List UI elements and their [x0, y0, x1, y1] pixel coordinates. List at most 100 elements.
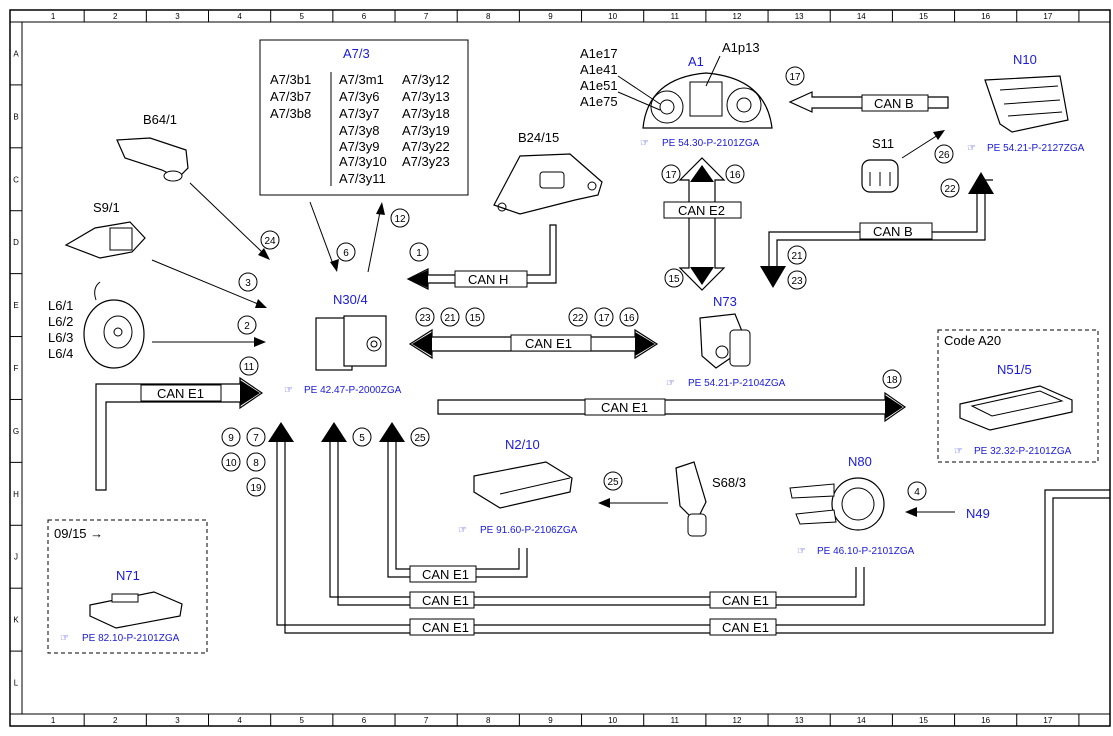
- grid-col-label: 4: [237, 716, 242, 725]
- num-17-a-circle: [785, 66, 805, 86]
- num-25-b: 25: [607, 477, 619, 488]
- num-16-b-circle: [619, 307, 639, 327]
- num-12: 12: [394, 214, 406, 225]
- num-9: 9: [228, 433, 234, 444]
- num-4-circle: [907, 481, 927, 501]
- arrow-24-head: [258, 248, 270, 260]
- grid-col-label: 11: [671, 12, 680, 21]
- b64-1-title: B64/1: [143, 112, 177, 127]
- grid-col-label: 14: [857, 12, 866, 21]
- a7-3-col2-0: A7/3m1: [339, 72, 384, 87]
- num-8: 8: [253, 458, 259, 469]
- n51-5-ref-icon: ☞: [954, 446, 963, 457]
- a1-ref[interactable]: PE 54.30-P-2101ZGA: [662, 138, 760, 149]
- a7-3-col3-5: A7/3y23: [402, 154, 450, 169]
- grid-row-label: E: [13, 301, 18, 310]
- n71-ref[interactable]: PE 82.10-P-2101ZGA: [82, 633, 180, 644]
- num-17-b-circle: [661, 164, 681, 184]
- n71-date: 09/15 →: [54, 526, 103, 541]
- frame: [9, 9, 1111, 727]
- can-b-top-box: [861, 94, 929, 112]
- n51-5-module-icon: [959, 385, 1073, 431]
- can-h-box: [454, 270, 528, 288]
- a7-3-col1-1: A7/3b7: [270, 89, 311, 104]
- n71-ref-icon: ☞: [60, 633, 69, 644]
- grid-col-label: 9: [548, 716, 553, 725]
- num-1: 1: [416, 248, 422, 259]
- num-10: 10: [225, 458, 237, 469]
- n10-ref[interactable]: PE 54.21-P-2127ZGA: [987, 143, 1085, 154]
- num-15-a-circle: [664, 268, 684, 288]
- s11-title: S11: [872, 136, 894, 151]
- grid-col-label: 7: [424, 12, 429, 21]
- n30-4-ref-icon: ☞: [284, 385, 293, 396]
- a1-label-0: A1e17: [580, 46, 618, 61]
- can-e2-box: [663, 201, 742, 219]
- grid-row-label: J: [14, 553, 18, 562]
- a7-3-title: A7/3: [343, 46, 370, 61]
- a7-3-col2-5: A7/3y10: [339, 154, 387, 169]
- can-h-label: CAN H: [468, 272, 508, 287]
- num-1-circle: [409, 242, 429, 262]
- num-2: 2: [244, 321, 250, 332]
- n71-box: [47, 519, 208, 654]
- num-11: 11: [244, 362, 255, 373]
- n51-5-box: [937, 329, 1099, 463]
- n30-4-ref[interactable]: PE 42.47-P-2000ZGA: [304, 385, 402, 396]
- grid-col-label: 8: [486, 716, 491, 725]
- grid-col-label: 16: [981, 716, 990, 725]
- num-19: 19: [250, 483, 262, 494]
- can-e1-mid-head-right: [635, 332, 655, 356]
- bus-n2-a: [387, 440, 528, 578]
- n80-ref[interactable]: PE 46.10-P-2101ZGA: [817, 546, 915, 557]
- arrow-6-head: [330, 259, 339, 272]
- n10-title: N10: [1013, 52, 1037, 67]
- a7-3-col2-4: A7/3y9: [339, 139, 379, 154]
- s9-1-title: S9/1: [93, 200, 120, 215]
- num-17-b: 17: [665, 170, 677, 181]
- bus-mid-b: [337, 440, 865, 606]
- n2-10-module-icon: [473, 461, 573, 509]
- a1-p13-label: A1p13: [722, 40, 760, 55]
- a1-ref-icon: ☞: [640, 138, 649, 149]
- n73-ref-icon: ☞: [666, 378, 675, 389]
- bus-outer-head: [268, 422, 294, 442]
- grid-col-label: 15: [919, 716, 928, 725]
- arrow-12-line: [367, 211, 381, 273]
- can-e2-head-up: [690, 165, 714, 182]
- num-21-b: 21: [444, 313, 456, 324]
- num-17-a: 17: [789, 72, 801, 83]
- can-e1-right-label: CAN E1: [601, 400, 648, 415]
- num-26: 26: [938, 150, 950, 161]
- can-e1-mid-head-left: [412, 332, 432, 356]
- num-17-c-circle: [594, 307, 614, 327]
- num-23-a: 23: [791, 276, 803, 287]
- grid-col-label: 9: [548, 12, 553, 21]
- l6-label-2: L6/3: [48, 330, 73, 345]
- num-12-circle: [390, 208, 410, 228]
- grid-row-label: D: [13, 238, 19, 247]
- num-6-circle: [336, 242, 356, 262]
- can-e1-mid-1-label: CAN E1: [422, 593, 469, 608]
- num-8-circle: [246, 452, 266, 472]
- a7-3-col2-2: A7/3y7: [339, 106, 379, 121]
- n73-ref[interactable]: PE 54.21-P-2104ZGA: [688, 378, 786, 389]
- grid-col-label: 1: [51, 12, 56, 21]
- a7-3-col3-1: A7/3y13: [402, 89, 450, 104]
- l6-label-3: L6/4: [48, 346, 73, 361]
- a7-3-col3-2: A7/3y18: [402, 106, 450, 121]
- num-26-circle: [934, 144, 954, 164]
- s11-switch-icon: [861, 159, 899, 193]
- n51-5-ref[interactable]: PE 32.32-P-2101ZGA: [974, 446, 1072, 457]
- grid-col-label: 1: [51, 716, 56, 725]
- grid-col-label: 13: [795, 716, 804, 725]
- n71-title: N71: [116, 568, 140, 583]
- n2-10-ref[interactable]: PE 91.60-P-2106ZGA: [480, 525, 578, 536]
- grid-row-label: A: [13, 49, 19, 58]
- n2-10-ref-icon: ☞: [458, 525, 467, 536]
- brake-disc-icon: [83, 281, 145, 369]
- l6-label-1: L6/2: [48, 314, 73, 329]
- num-16-a-circle: [725, 164, 745, 184]
- grid-col-label: 3: [175, 716, 180, 725]
- can-b-top-label: CAN B: [874, 96, 914, 111]
